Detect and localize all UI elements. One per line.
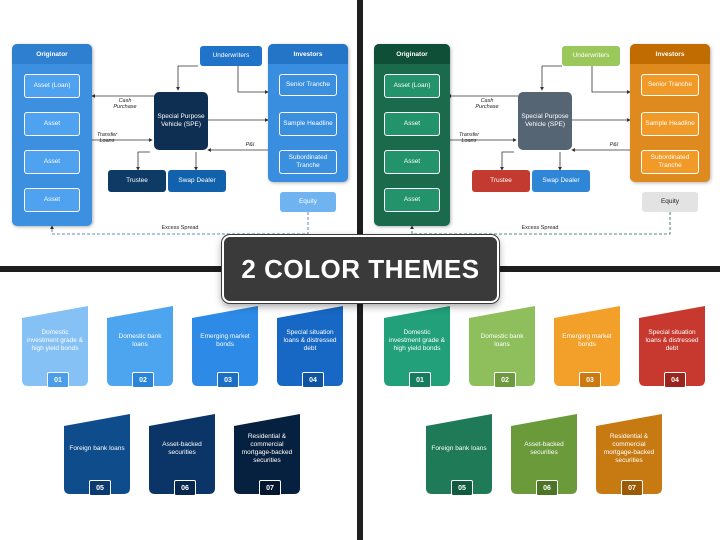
card-text: Residential & commercial mortgage-backed… bbox=[241, 432, 293, 465]
card-text: Domestic investment grade & high yield b… bbox=[26, 328, 83, 353]
asset-card-3: Emerging market bonds 03 bbox=[552, 300, 622, 390]
card-shape bbox=[384, 306, 450, 386]
card-number: 02 bbox=[132, 372, 154, 388]
equity-box: Equity bbox=[642, 192, 698, 212]
underwriters-box: Underwriters bbox=[562, 46, 620, 66]
trustee-box: Trustee bbox=[472, 170, 530, 192]
pi-label: P&I bbox=[609, 142, 619, 148]
spv-box: Special Purpose Vehicle (SPE) bbox=[518, 92, 572, 150]
card-number: 01 bbox=[47, 372, 69, 388]
card-text: Residential & commercial mortgage-backed… bbox=[603, 432, 655, 465]
card-number: 03 bbox=[217, 372, 239, 388]
flow-diagram-color: Originator Asset (Loan) Asset Asset Asse… bbox=[360, 0, 720, 270]
card-number: 06 bbox=[536, 480, 558, 496]
asset-card-6: Asset-backed securities 06 bbox=[147, 408, 217, 498]
originator-asset-1: Asset (Loan) bbox=[384, 74, 440, 98]
card-number: 07 bbox=[259, 480, 281, 496]
card-number: 05 bbox=[451, 480, 473, 496]
card-shape bbox=[469, 306, 535, 386]
originator-title: Originator bbox=[12, 44, 92, 64]
card-text: Domestic bank loans bbox=[480, 332, 524, 348]
card-shape bbox=[596, 414, 662, 494]
card-shape bbox=[234, 414, 300, 494]
investor-sample-headline: Sample Headline bbox=[641, 112, 699, 136]
excess-spread-label: Excess Spread bbox=[521, 225, 559, 231]
originator-asset-1: Asset (Loan) bbox=[24, 74, 80, 98]
pi-label: P&I bbox=[245, 142, 255, 148]
asset-card-2: Domestic bank loans 02 bbox=[105, 300, 175, 390]
originator-asset-2: Asset bbox=[384, 112, 440, 136]
investor-subordinated-tranche: Subordinated Tranche bbox=[279, 150, 337, 174]
card-text: Foreign bank loans bbox=[431, 444, 487, 452]
card-shape bbox=[639, 306, 705, 386]
card-shape bbox=[511, 414, 577, 494]
card-shape bbox=[554, 306, 620, 386]
trustee-box: Trustee bbox=[108, 170, 166, 192]
card-number: 02 bbox=[494, 372, 516, 388]
originator-asset-4: Asset bbox=[24, 188, 80, 212]
card-shape bbox=[107, 306, 173, 386]
asset-card-5: Foreign bank loans 05 bbox=[424, 408, 494, 498]
spv-box: Special Purpose Vehicle (SPE) bbox=[154, 92, 208, 150]
card-shape bbox=[192, 306, 258, 386]
asset-cards-color: Domestic investment grade & high yield b… bbox=[360, 270, 720, 540]
originator-asset-3: Asset bbox=[384, 150, 440, 174]
flow-connectors bbox=[410, 58, 671, 235]
investors-title: Investors bbox=[268, 44, 348, 64]
card-text: Special situation loans & distressed deb… bbox=[645, 328, 699, 353]
investor-subordinated-tranche: Subordinated Tranche bbox=[641, 150, 699, 174]
originator-asset-4: Asset bbox=[384, 188, 440, 212]
investor-senior-tranche: Senior Tranche bbox=[279, 74, 337, 96]
equity-box: Equity bbox=[280, 192, 336, 212]
card-number: 06 bbox=[174, 480, 196, 496]
card-text: Emerging market bonds bbox=[200, 332, 250, 348]
underwriters-box: Underwriters bbox=[200, 46, 262, 66]
originator-asset-2: Asset bbox=[24, 112, 80, 136]
cash-purchase-label: Cash Purchase bbox=[113, 98, 137, 111]
asset-card-1: Domestic investment grade & high yield b… bbox=[20, 300, 90, 390]
asset-card-7: Residential & commercial mortgage-backed… bbox=[594, 408, 664, 498]
card-text: Asset-backed securities bbox=[162, 440, 202, 456]
card-number: 03 bbox=[579, 372, 601, 388]
card-text: Domestic investment grade & high yield b… bbox=[388, 328, 445, 353]
card-number: 07 bbox=[621, 480, 643, 496]
card-shape bbox=[64, 414, 130, 494]
card-text: Foreign bank loans bbox=[69, 444, 125, 452]
investor-senior-tranche: Senior Tranche bbox=[641, 74, 699, 96]
card-shape bbox=[22, 306, 88, 386]
flow-connectors bbox=[50, 58, 309, 235]
card-text: Emerging market bonds bbox=[562, 332, 612, 348]
excess-spread-label: Excess Spread bbox=[161, 225, 199, 231]
asset-card-1: Domestic investment grade & high yield b… bbox=[382, 300, 452, 390]
asset-card-5: Foreign bank loans 05 bbox=[62, 408, 132, 498]
color-themes-banner: 2 COLOR THEMES bbox=[222, 235, 499, 303]
investor-sample-headline: Sample Headline bbox=[279, 112, 337, 136]
investors-title: Investors bbox=[630, 44, 710, 64]
asset-card-3: Emerging market bonds 03 bbox=[190, 300, 260, 390]
card-text: Domestic bank loans bbox=[118, 332, 162, 348]
originator-title: Originator bbox=[374, 44, 450, 64]
cash-purchase-label: Cash Purchase bbox=[475, 98, 499, 111]
asset-cards-blue: Domestic investment grade & high yield b… bbox=[0, 270, 360, 540]
card-text: Asset-backed securities bbox=[524, 440, 564, 456]
asset-card-2: Domestic bank loans 02 bbox=[467, 300, 537, 390]
flow-diagram-blue: Originator Asset (Loan) Asset Asset Asse… bbox=[0, 0, 360, 270]
asset-card-4: Special situation loans & distressed deb… bbox=[637, 300, 707, 390]
swap-dealer-box: Swap Dealer bbox=[168, 170, 226, 192]
transfer-loans-label: Transfer Loans bbox=[96, 132, 118, 145]
card-number: 04 bbox=[664, 372, 686, 388]
card-number: 01 bbox=[409, 372, 431, 388]
asset-card-7: Residential & commercial mortgage-backed… bbox=[232, 408, 302, 498]
asset-card-6: Asset-backed securities 06 bbox=[509, 408, 579, 498]
card-number: 05 bbox=[89, 480, 111, 496]
card-shape bbox=[277, 306, 343, 386]
card-number: 04 bbox=[302, 372, 324, 388]
asset-card-4: Special situation loans & distressed deb… bbox=[275, 300, 345, 390]
card-text: Special situation loans & distressed deb… bbox=[283, 328, 337, 353]
card-shape bbox=[149, 414, 215, 494]
swap-dealer-box: Swap Dealer bbox=[532, 170, 590, 192]
originator-asset-3: Asset bbox=[24, 150, 80, 174]
transfer-loans-label: Transfer Loans bbox=[458, 132, 480, 145]
card-shape bbox=[426, 414, 492, 494]
